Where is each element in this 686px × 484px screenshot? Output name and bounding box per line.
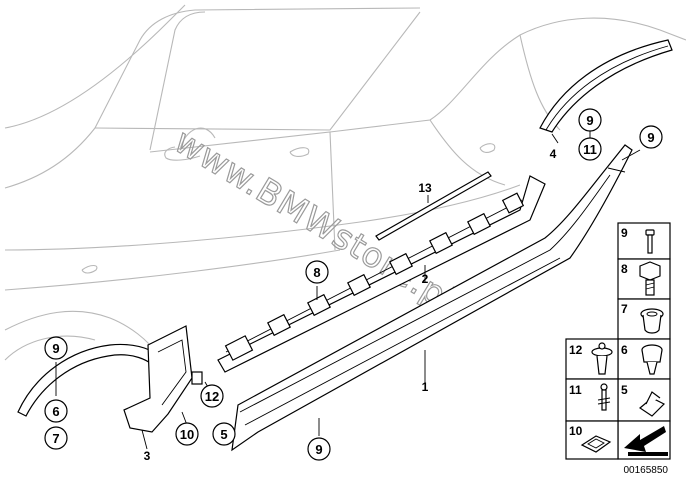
label-4: 4 [550, 147, 557, 161]
car-body-outline [4, 4, 686, 361]
callout-11: 11 [578, 137, 602, 161]
screw-clip-icon [597, 383, 611, 411]
svg-text:12: 12 [569, 343, 583, 357]
svg-text:6: 6 [52, 404, 59, 419]
callout-5: 5 [212, 422, 236, 446]
rail-clips [224, 192, 525, 361]
legend-item-11: 11 [569, 383, 611, 411]
svg-text:5: 5 [621, 383, 628, 397]
legend-item-7: 7 [621, 302, 664, 334]
svg-text:12: 12 [205, 389, 219, 404]
svg-text:9: 9 [586, 113, 593, 128]
svg-text:5: 5 [220, 427, 227, 442]
grommet-icon [640, 308, 664, 334]
callout-12: 12 [200, 384, 224, 408]
arrow-icon [624, 426, 668, 456]
svg-text:8: 8 [313, 265, 320, 280]
legend-item-8: 8 [621, 261, 661, 296]
callout-6: 6 [44, 399, 68, 423]
callout-9-bottom: 9 [307, 437, 331, 461]
svg-text:9: 9 [52, 341, 59, 356]
label-2: 2 [422, 272, 429, 286]
expanding-nut-icon [641, 344, 663, 375]
callout-7: 7 [44, 426, 68, 450]
leader-lines [55, 131, 641, 450]
svg-text:10: 10 [180, 427, 194, 442]
callout-8-center: 8 [305, 260, 329, 284]
front-wheel-arch-trim [17, 325, 203, 433]
svg-text:9: 9 [315, 442, 322, 457]
fastener-legend: 9 8 7 12 [565, 222, 671, 460]
svg-text:6: 6 [621, 343, 628, 357]
mounting-rail-2 [217, 175, 546, 373]
callout-10: 10 [175, 422, 199, 446]
callout-9-right: 9 [639, 125, 663, 149]
spring-clip-icon [638, 391, 666, 417]
rear-wheel-arch-trim [539, 39, 673, 144]
label-1: 1 [422, 380, 429, 394]
legend-item-10: 10 [569, 424, 612, 453]
label-13: 13 [418, 181, 432, 195]
push-clip-icon [591, 342, 613, 375]
clip-nut-icon [580, 435, 612, 453]
legend-item-9: 9 [621, 226, 655, 254]
hex-bolt-icon [639, 261, 661, 296]
svg-text:7: 7 [621, 302, 628, 316]
label-3: 3 [144, 449, 151, 463]
svg-text:9: 9 [621, 226, 628, 240]
legend-item-6: 6 [621, 343, 663, 375]
svg-text:11: 11 [583, 142, 597, 157]
svg-text:11: 11 [569, 383, 582, 397]
svg-text:9: 9 [647, 130, 654, 145]
legend-item-12: 12 [569, 342, 613, 375]
trim-strip-13 [375, 171, 492, 241]
legend-item-5: 5 [621, 383, 666, 417]
watermark-text: www.BMWstore.pl [167, 121, 462, 320]
svg-text:10: 10 [569, 424, 583, 438]
callout-9-left: 9 [44, 336, 68, 360]
document-number: 00165850 [624, 465, 669, 476]
rivet-icon [645, 229, 655, 254]
side-sill-panel-1 [231, 144, 633, 452]
svg-text:8: 8 [621, 262, 628, 276]
callout-9-top: 9 [578, 108, 602, 132]
legend-item-arrow [624, 426, 668, 456]
svg-text:7: 7 [52, 431, 59, 446]
